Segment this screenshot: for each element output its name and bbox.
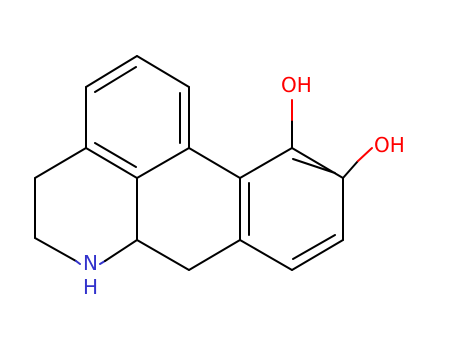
bond xyxy=(75,260,81,265)
bond xyxy=(85,55,138,88)
bond xyxy=(342,160,359,179)
bond xyxy=(34,147,87,179)
bond xyxy=(94,66,137,93)
bond xyxy=(188,239,241,271)
bond xyxy=(94,142,137,168)
ring-c xyxy=(136,147,241,271)
amine-h-label: H xyxy=(83,275,98,299)
bond xyxy=(85,147,138,179)
bond xyxy=(239,239,293,271)
bond xyxy=(357,147,373,162)
ring-b xyxy=(34,147,138,265)
bond xyxy=(136,147,190,179)
bond xyxy=(292,234,336,260)
bond xyxy=(188,147,241,179)
bond xyxy=(136,239,190,271)
bond xyxy=(104,239,138,262)
bond xyxy=(291,239,344,271)
ring-d xyxy=(239,147,344,271)
hydroxyl-bonds xyxy=(291,99,373,179)
bond xyxy=(136,55,190,88)
bond xyxy=(292,158,336,174)
bond xyxy=(34,237,77,262)
bond xyxy=(239,147,293,179)
ring-a xyxy=(85,55,190,179)
amine-n-label: N xyxy=(83,251,98,275)
hydroxyl-label-top: OH xyxy=(281,73,312,97)
hydroxyl-label-right: OH xyxy=(374,133,405,157)
